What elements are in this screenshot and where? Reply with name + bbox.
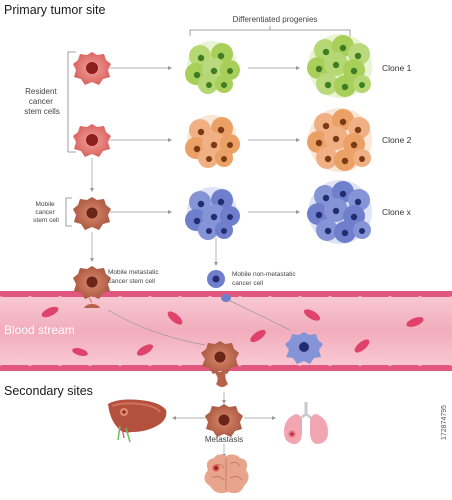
extravasating-cell: [201, 341, 239, 387]
brain-icon: [204, 454, 249, 494]
resident-stem-cell-2: [73, 124, 111, 157]
resident-bracket: [67, 51, 76, 153]
mobile-bracket: [65, 197, 72, 227]
clone1-label: Clone 1: [382, 63, 412, 73]
clone1-cluster: [307, 34, 372, 98]
watermark-id: 172874795: [441, 405, 448, 440]
clone2-progeny: [185, 115, 240, 168]
metastatic-path: [107, 309, 206, 346]
liver-icon: [108, 399, 167, 443]
secondary-sites-title: Secondary sites: [4, 384, 93, 398]
flow-arrows: [90, 66, 300, 458]
nonmetastatic-label: Mobile non-metastatic cancer cell: [232, 271, 297, 287]
mobile-nonmetastatic-cell: [207, 270, 231, 302]
resident-label: Resident cancer stem cells: [24, 87, 60, 116]
clonex-progeny: [185, 187, 240, 240]
nonmetastatic-path: [227, 299, 291, 331]
clonex-cluster: [307, 180, 372, 244]
circulating-blue-cell: [285, 332, 323, 364]
metastasis-cell: [205, 404, 243, 437]
mobile-stem-cell: [73, 197, 111, 230]
clone2-label: Clone 2: [382, 135, 412, 145]
blood-stream-title: Blood stream: [4, 323, 75, 337]
clone2-cluster: [307, 108, 372, 172]
differentiated-progenies-label: Differentiated progenies: [233, 15, 318, 24]
primary-tumor-site-title: Primary tumor site: [4, 3, 105, 17]
mobile-label: Mobile cancer stem cell: [33, 201, 59, 224]
lungs-icon: [284, 402, 328, 444]
mobile-metastatic-cell: [73, 266, 111, 308]
metastasis-label: Metastasis: [205, 435, 243, 444]
resident-stem-cell-1: [73, 52, 111, 85]
clonex-label: Clone x: [382, 207, 412, 217]
differentiated-bracket: [189, 26, 351, 36]
metastatic-label: Mobile metastatic cancer stem cell: [108, 269, 160, 285]
clone1-progeny: [185, 41, 240, 94]
red-blood-cells: [41, 306, 424, 356]
